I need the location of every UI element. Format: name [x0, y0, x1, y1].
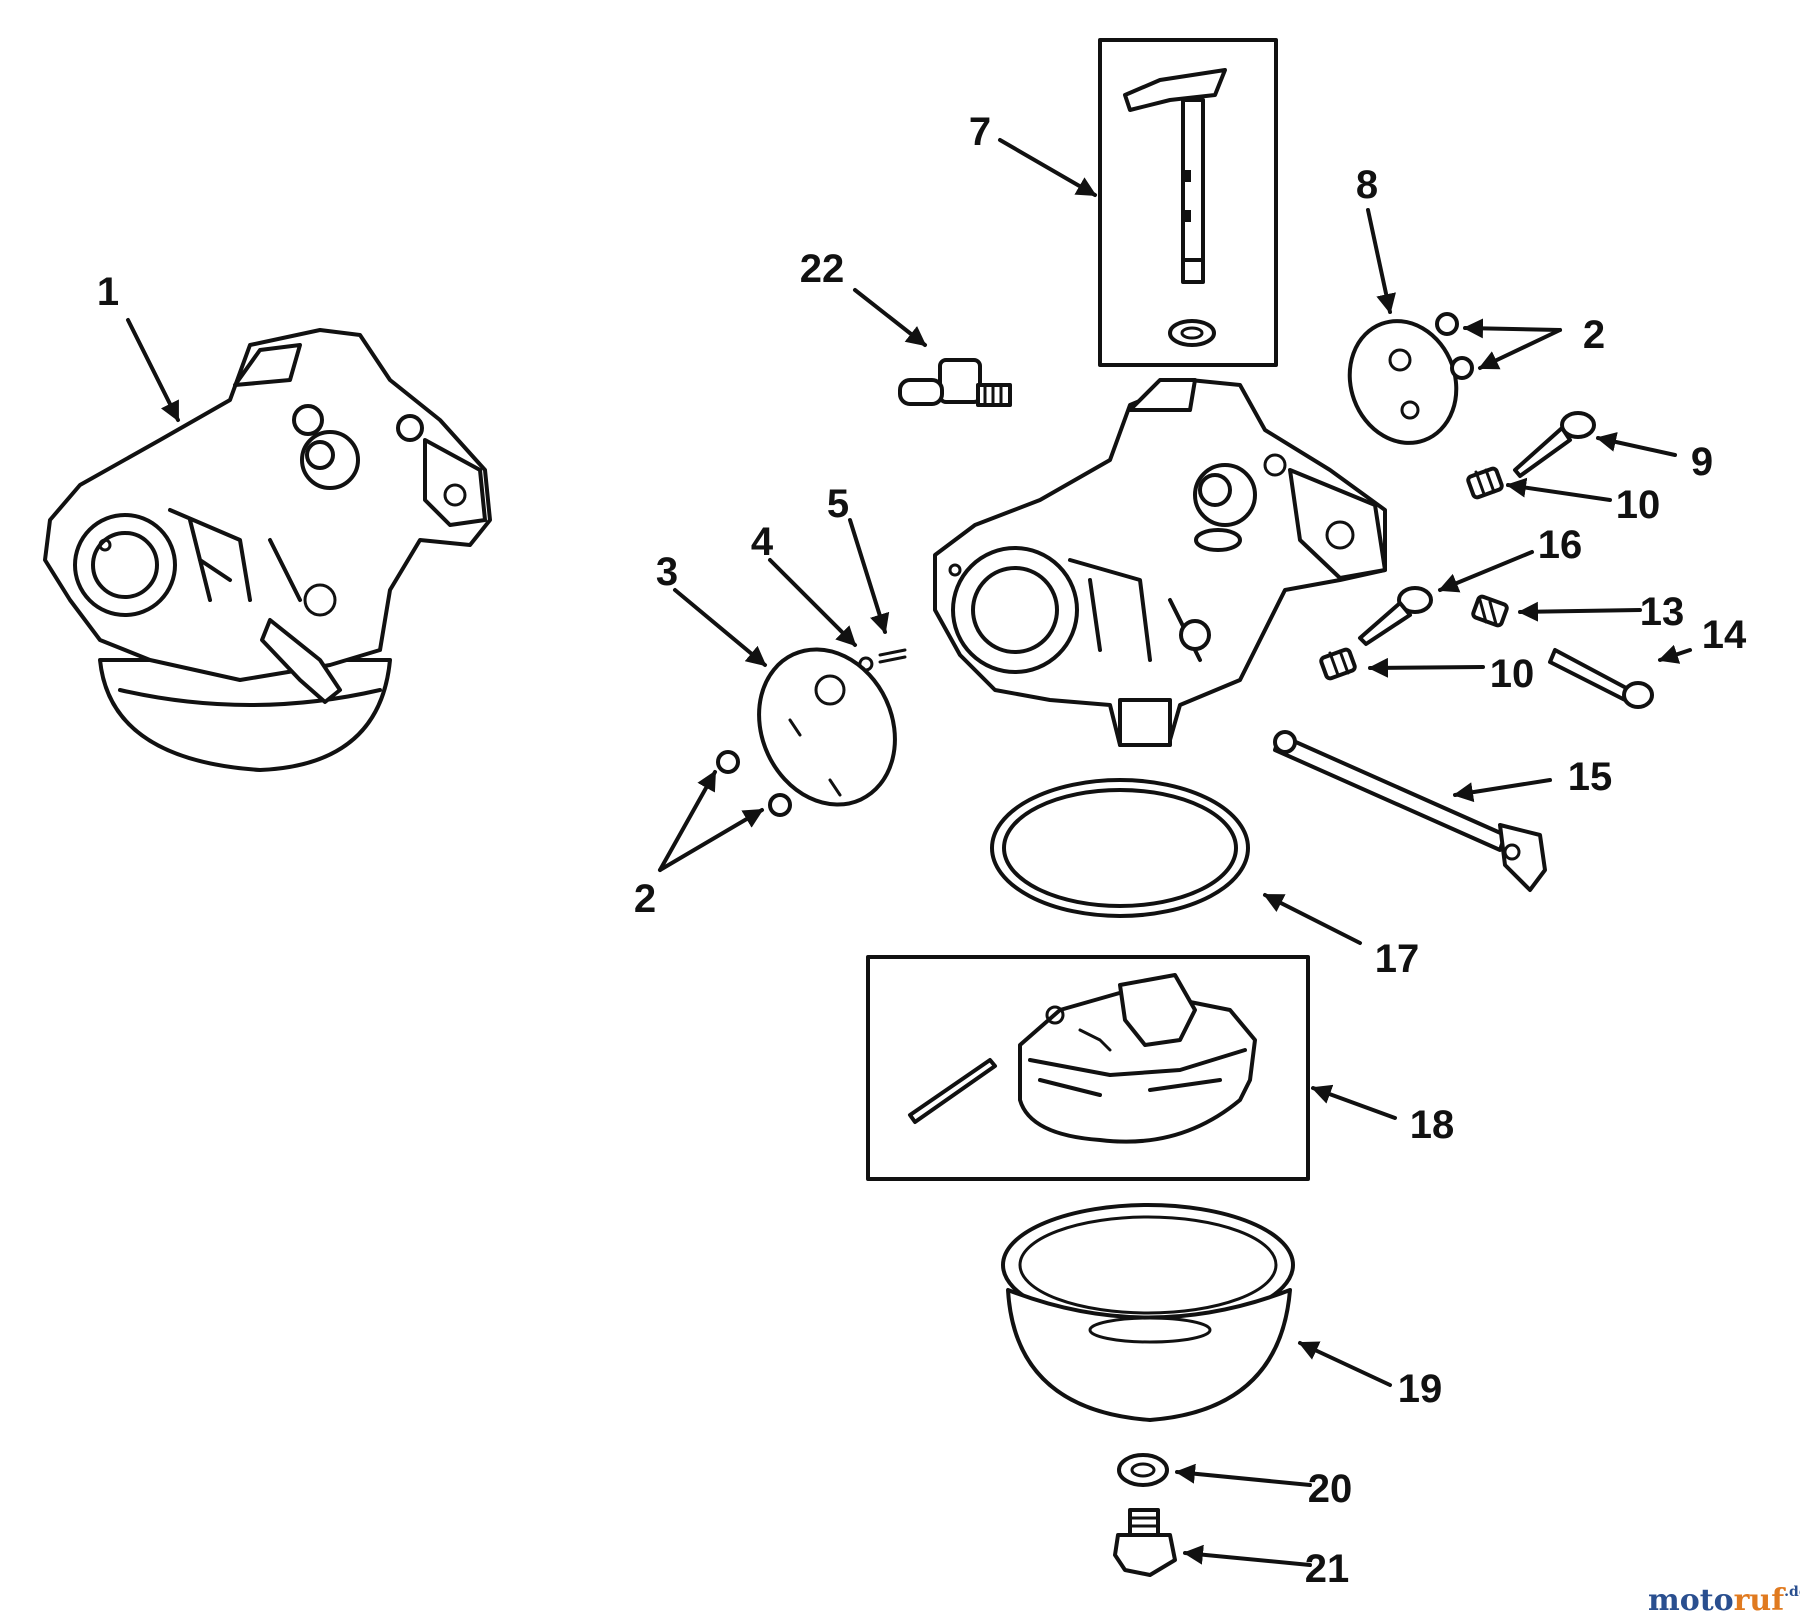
fuel-bowl [1001, 1203, 1295, 1422]
callout-20: 20 [1308, 1467, 1353, 1511]
callout-2-lower: 2 [634, 877, 656, 921]
bowl-gasket [990, 778, 1250, 918]
throttle-shaft-kit [1098, 38, 1278, 367]
callout-15: 15 [1568, 755, 1613, 799]
leader-arrows [126, 138, 1692, 1567]
callout-2-upper: 2 [1583, 313, 1605, 357]
watermark-tld: .de [1784, 1584, 1800, 1600]
bowl-washer-and-nut [1113, 1453, 1177, 1577]
choke-shaft [1273, 730, 1547, 892]
callout-1: 1 [97, 270, 119, 314]
callout-22: 22 [800, 247, 845, 291]
svg-text:motoruf.de: motoruf.de [1648, 1583, 1800, 1618]
callout-7: 7 [969, 110, 991, 154]
carburetor-body [933, 378, 1387, 747]
watermark-brand-b: ruf [1734, 1583, 1787, 1618]
assembled-carburetor [43, 328, 492, 772]
callout-3: 3 [656, 550, 678, 594]
callout-17: 17 [1375, 937, 1420, 981]
callout-labels: 1 7 22 8 2 9 10 16 13 14 10 15 17 18 19 … [97, 110, 1747, 1591]
callout-8: 8 [1356, 163, 1378, 207]
fuel-inlet-fitting [898, 358, 1012, 407]
callout-16: 16 [1538, 523, 1583, 567]
callout-5: 5 [827, 482, 849, 526]
callout-13: 13 [1640, 590, 1685, 634]
plate-lower [716, 647, 907, 817]
watermark-logo: motoruf.de [1648, 1583, 1800, 1618]
callout-14: 14 [1702, 613, 1747, 657]
callout-10-upper: 10 [1616, 483, 1661, 527]
callout-21: 21 [1305, 1547, 1350, 1591]
callout-9: 9 [1691, 440, 1713, 484]
callout-4: 4 [751, 520, 774, 564]
plate-upper [1347, 312, 1474, 445]
watermark-brand-a: moto [1648, 1583, 1734, 1618]
float-kit [866, 955, 1310, 1181]
mixture-screws [1319, 411, 1654, 709]
callout-19: 19 [1398, 1367, 1443, 1411]
callout-10-lower: 10 [1490, 652, 1535, 696]
callout-18: 18 [1410, 1103, 1455, 1147]
